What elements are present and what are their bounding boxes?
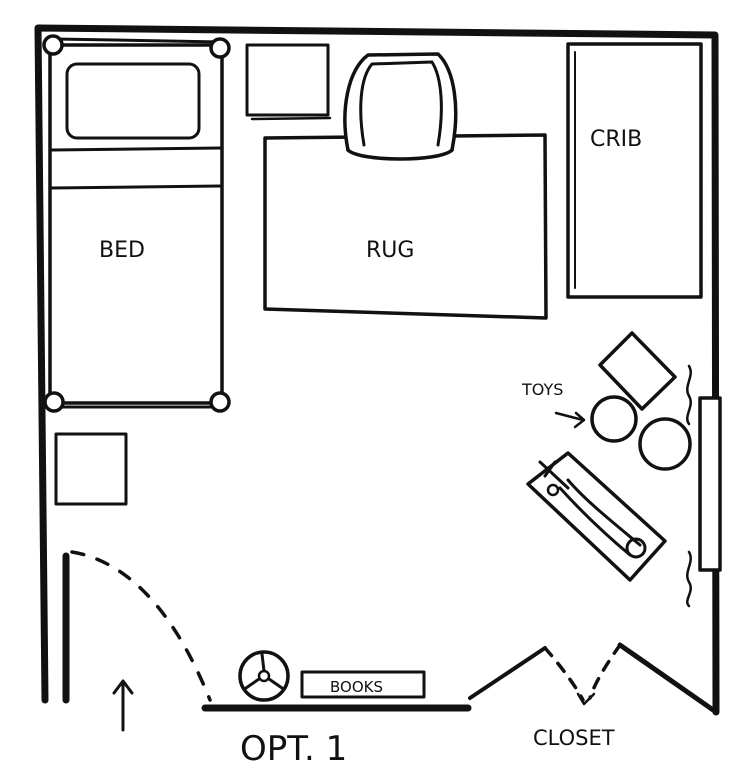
bed-post-bottom-left	[43, 391, 65, 413]
entry-arrow	[112, 679, 134, 732]
toy-ball-right	[638, 417, 692, 471]
rug-label: RUG	[366, 238, 414, 263]
crib	[566, 42, 703, 299]
toys	[554, 331, 692, 471]
bed-post-bottom-right	[209, 391, 231, 413]
window	[686, 364, 722, 608]
fan	[238, 650, 290, 702]
option-label: OPT. 1	[240, 729, 347, 769]
bed-label: BED	[99, 238, 145, 263]
walls	[34, 24, 720, 716]
closet-label: CLOSET	[533, 726, 615, 750]
rug	[263, 133, 548, 320]
chair	[343, 52, 458, 161]
door-swing	[70, 550, 212, 702]
bed-post-top-left	[42, 34, 64, 56]
toy-box	[598, 331, 677, 411]
toy-ball-left	[590, 395, 638, 443]
nightstand	[54, 432, 128, 506]
toys-label: TOYS	[521, 380, 563, 399]
books-label: BOOKS	[330, 678, 383, 696]
closet-doors	[468, 643, 622, 706]
crib-label: CRIB	[590, 127, 642, 152]
side-table	[245, 43, 332, 121]
bookshelf	[300, 670, 426, 699]
toys-arrow	[554, 411, 585, 422]
bed-post-top-right	[209, 37, 231, 59]
bed	[42, 34, 231, 413]
rocking-toy	[526, 451, 667, 582]
